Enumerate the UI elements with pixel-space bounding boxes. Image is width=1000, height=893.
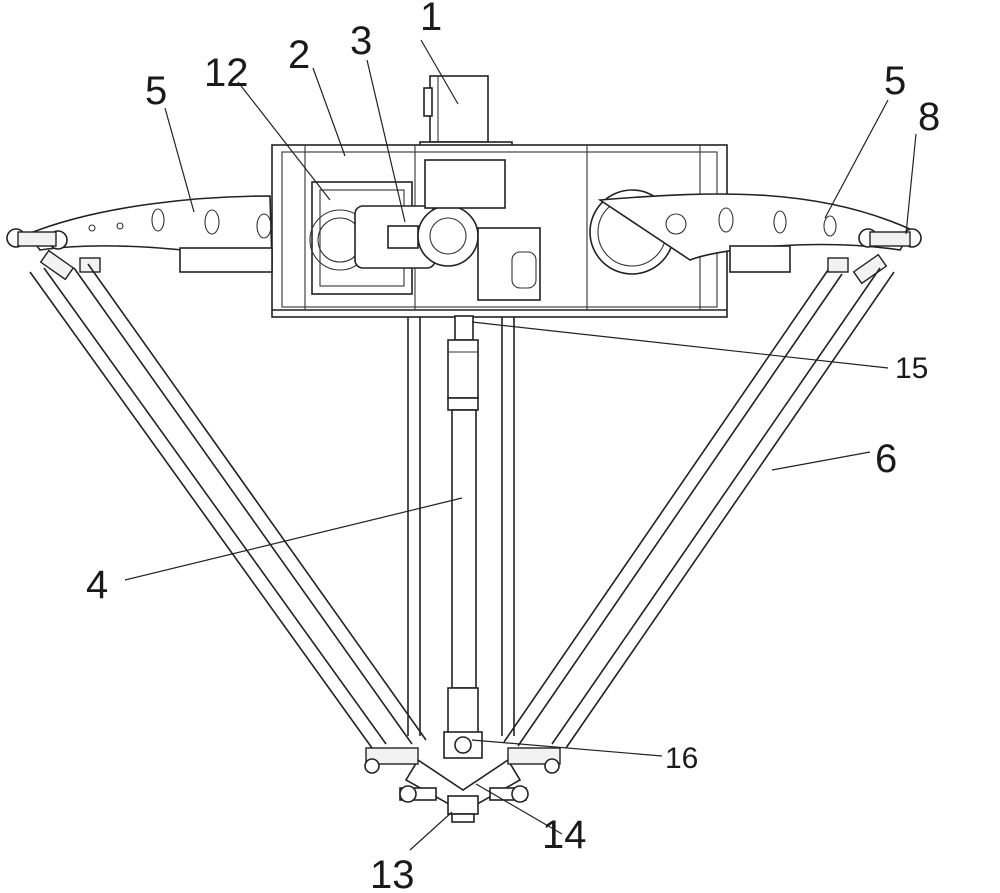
left-elbow-joint [6,228,101,281]
label-1: 1 [420,0,442,39]
right-forearm-rods [503,267,895,749]
label-2: 2 [288,33,310,77]
label-16: 16 [665,742,698,775]
vertical-guide-rails [407,317,515,736]
right-elbow-joint [827,228,922,285]
label-5-right: 5 [884,59,906,103]
label-14: 14 [542,813,587,857]
telescopic-shaft [447,315,479,735]
label-5-left: 5 [145,69,167,113]
reducer-gearbox [354,159,541,301]
leader-lines [124,39,917,851]
left-forearm-rods [29,263,427,749]
label-8: 8 [918,95,940,139]
label-3: 3 [350,19,372,63]
left-upper-arm [26,195,273,273]
label-13: 13 [370,853,415,893]
label-4: 4 [86,563,108,607]
label-15: 15 [895,352,928,385]
label-6: 6 [875,437,897,481]
label-12: 12 [204,51,249,95]
moving-platform [364,731,561,823]
right-upper-arm [597,193,914,273]
part-labels: 1 2 3 4 5 5 6 8 12 13 14 15 16 [86,0,940,893]
